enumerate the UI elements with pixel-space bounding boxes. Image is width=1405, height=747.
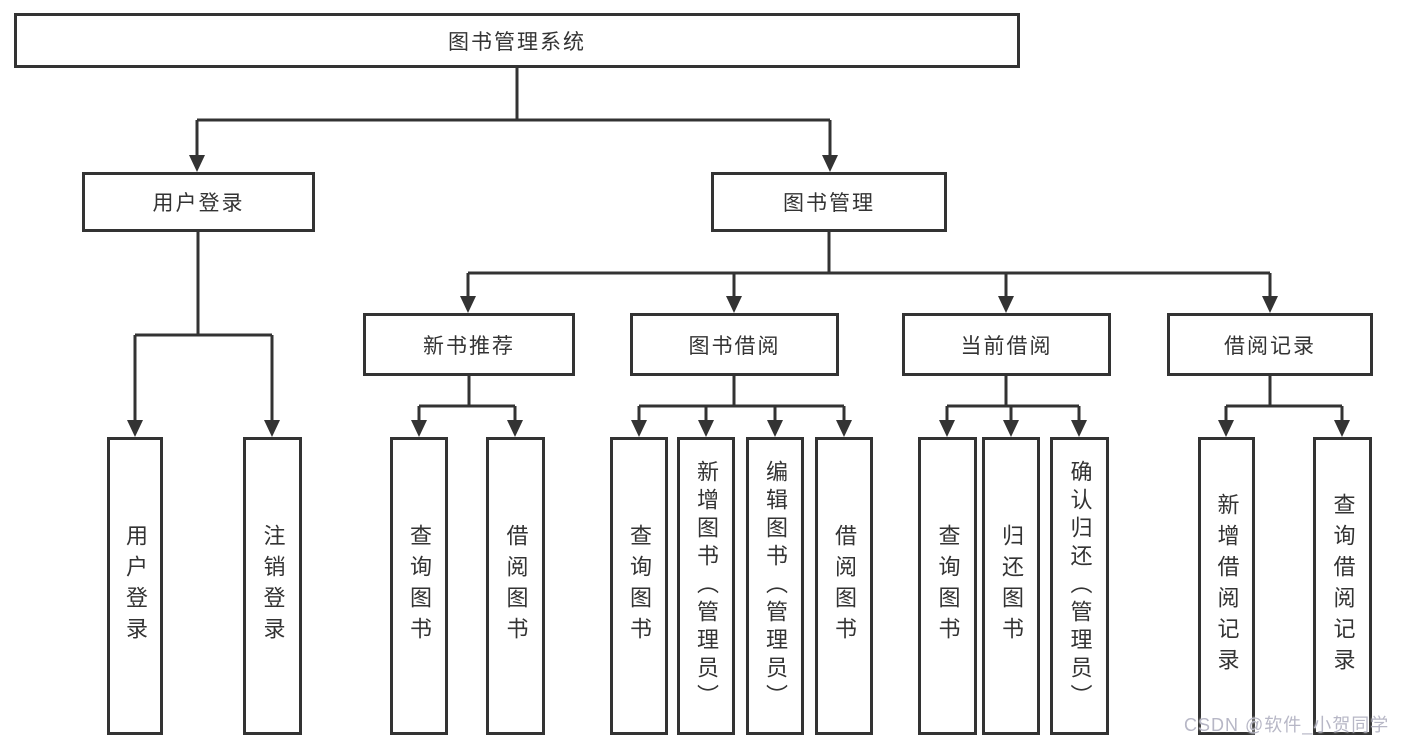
- node-book-borrowing: 图书借阅: [630, 313, 839, 376]
- node-library-management-system: 图书管理系统: [14, 13, 1020, 68]
- leaf-add-borrow-record: 新增借阅记录: [1198, 437, 1255, 735]
- leaf-logout: 注销登录: [243, 437, 302, 735]
- leaf-return-books: 归还图书: [982, 437, 1040, 735]
- node-current-borrowing: 当前借阅: [902, 313, 1111, 376]
- leaf-search-books-current: 查询图书: [918, 437, 977, 735]
- node-user-login: 用户登录: [82, 172, 315, 232]
- leaf-borrow-books-borrowing: 借阅图书: [815, 437, 873, 735]
- leaf-confirm-return-admin: 确认归还（管理员）: [1050, 437, 1109, 735]
- leaf-search-borrow-record: 查询借阅记录: [1313, 437, 1372, 735]
- node-borrowing-records: 借阅记录: [1167, 313, 1373, 376]
- node-new-book-recommendation: 新书推荐: [363, 313, 575, 376]
- leaf-search-books-borrowing: 查询图书: [610, 437, 668, 735]
- leaf-search-books-recommend: 查询图书: [390, 437, 448, 735]
- leaf-edit-book-admin: 编辑图书（管理员）: [746, 437, 804, 735]
- leaf-borrow-books-recommend: 借阅图书: [486, 437, 545, 735]
- leaf-add-book-admin: 新增图书（管理员）: [677, 437, 735, 735]
- leaf-user-login: 用户登录: [107, 437, 163, 735]
- node-book-management: 图书管理: [711, 172, 947, 232]
- watermark: CSDN @软件_小贺同学: [1184, 715, 1390, 735]
